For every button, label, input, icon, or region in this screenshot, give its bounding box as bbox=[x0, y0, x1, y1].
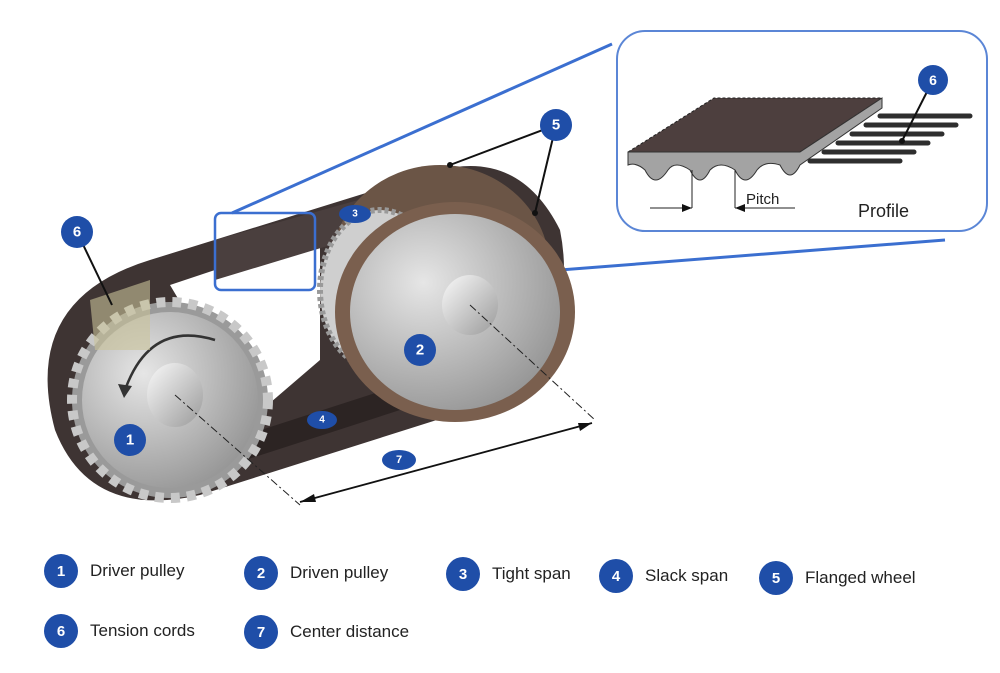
badge-center-distance: 7 bbox=[382, 450, 416, 470]
legend-badge: 7 bbox=[244, 615, 278, 649]
legend-label: Center distance bbox=[290, 622, 410, 641]
legend-badge: 4 bbox=[599, 559, 633, 593]
rotation-arrow-icon bbox=[123, 334, 216, 391]
driven-pulley bbox=[317, 165, 575, 422]
legend-badge: 2 bbox=[244, 556, 278, 590]
center-distance-dimension bbox=[174, 304, 596, 506]
svg-text:1: 1 bbox=[126, 432, 134, 449]
badge-cords: 6 bbox=[61, 216, 93, 248]
svg-text:4: 4 bbox=[319, 415, 325, 426]
svg-text:5: 5 bbox=[552, 117, 560, 134]
badge-flange: 5 bbox=[540, 109, 572, 141]
svg-text:2: 2 bbox=[416, 342, 424, 359]
legend-flanged-wheel: 5 Flanged wheel bbox=[759, 561, 916, 595]
legend-driver-pulley: 1 Driver pulley bbox=[44, 554, 184, 588]
badge-driver: 1 bbox=[114, 424, 146, 456]
legend-badge: 1 bbox=[44, 554, 78, 588]
legend-label: Flanged wheel bbox=[805, 568, 916, 587]
legend-tight-span: 3 Tight span bbox=[446, 557, 571, 591]
legend-label: Tension cords bbox=[90, 621, 195, 640]
badge-driven: 2 bbox=[404, 334, 436, 366]
legend-label: Tight span bbox=[492, 564, 571, 583]
legend-slack-span: 4 Slack span bbox=[599, 559, 728, 593]
svg-text:6: 6 bbox=[929, 72, 937, 88]
badge-tight-span: 3 bbox=[339, 205, 371, 223]
legend-tension-cords: 6 Tension cords bbox=[44, 614, 195, 648]
legend-center-distance: 7 Center distance bbox=[244, 615, 409, 649]
svg-text:3: 3 bbox=[352, 209, 358, 220]
legend-badge: 6 bbox=[44, 614, 78, 648]
pitch-label: Pitch bbox=[746, 191, 779, 208]
legend-badge: 5 bbox=[759, 561, 793, 595]
profile-label: Profile bbox=[858, 201, 909, 221]
svg-text:6: 6 bbox=[73, 224, 81, 241]
svg-text:7: 7 bbox=[396, 454, 402, 466]
profile-inset: Pitch Profile 6 bbox=[616, 30, 988, 232]
legend-badge: 3 bbox=[446, 557, 480, 591]
legend-label: Slack span bbox=[645, 566, 729, 585]
badge-slack-span: 4 bbox=[307, 411, 337, 429]
legend-driven-pulley: 2 Driven pulley bbox=[244, 556, 388, 590]
legend-label: Driven pulley bbox=[290, 563, 389, 582]
legend-label: Driver pulley bbox=[90, 561, 185, 580]
